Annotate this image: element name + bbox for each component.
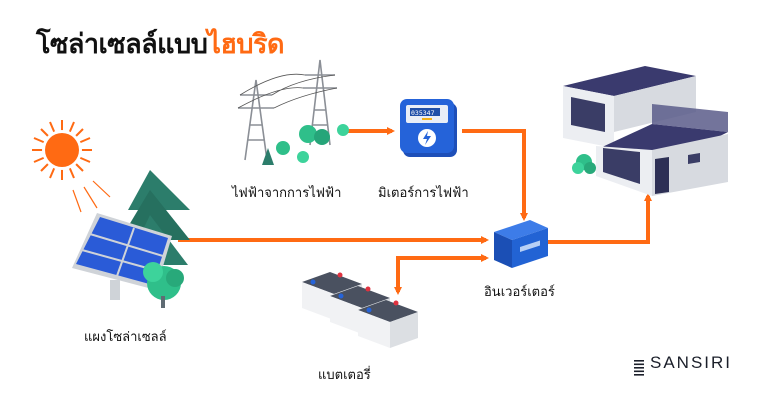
grid-trees-icon (262, 124, 349, 165)
solar-panel-icon (72, 170, 190, 308)
title-main: โซล่าเซลล์แบบ (36, 29, 208, 60)
brand-logo: SANSIRI (632, 353, 732, 373)
inverter-label: อินเวอร์เตอร์ (484, 285, 555, 300)
arrow-inverter-to-house (548, 193, 652, 244)
house-icon (563, 66, 728, 196)
power-tower-icon (237, 59, 338, 161)
arrow-battery-to-inverter (396, 254, 489, 290)
title-accent: ไฮบริด (207, 29, 285, 60)
arrow-meter-to-inverter (462, 129, 528, 221)
electric-meter-icon: 035347 (400, 99, 457, 157)
solar-label: แผงโซล่าเซลล์ (84, 330, 167, 345)
battery-icon (302, 272, 418, 348)
battery-label: แบตเตอรี่ (318, 368, 371, 383)
meter-reading: 035347 (411, 109, 435, 117)
sun-icon (32, 120, 111, 213)
sansiri-logo-icon (634, 360, 644, 376)
flow-arrows (178, 127, 652, 295)
meter-label: มิเตอร์การไฟฟ้า (378, 186, 469, 201)
page-title: โซล่าเซลล์แบบไฮบริด (36, 22, 285, 65)
grid-label: ไฟฟ้าจากการไฟฟ้า (232, 186, 342, 201)
brand-name: SANSIRI (650, 353, 733, 372)
inverter-icon (494, 220, 548, 268)
